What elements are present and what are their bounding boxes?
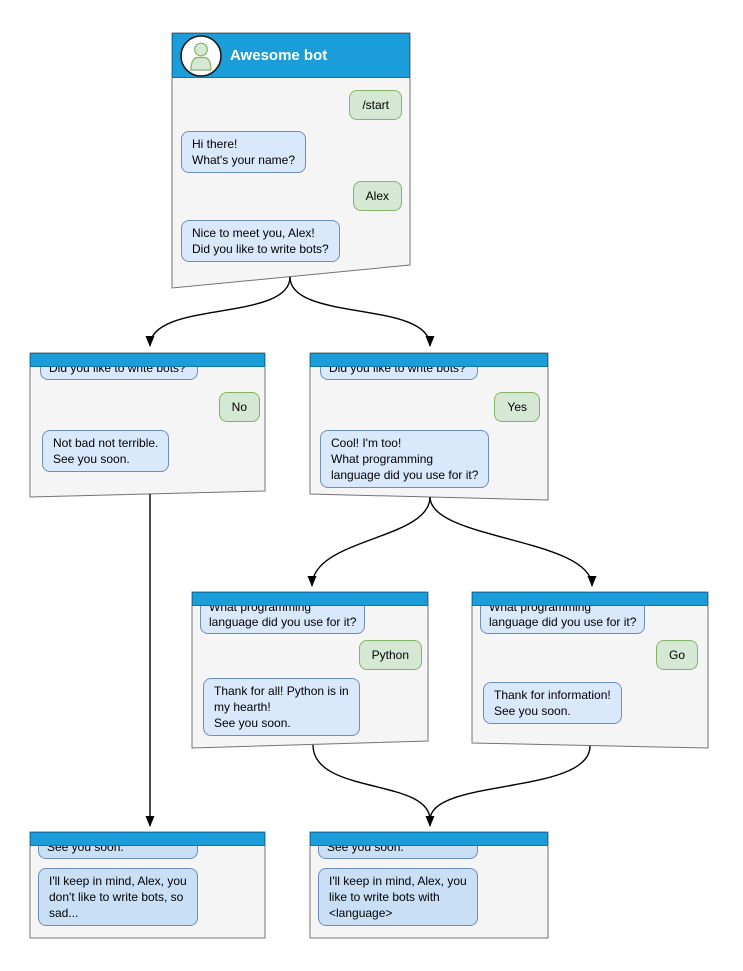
bot-message-question: Nice to meet you, Alex! Did you like to … [181, 220, 340, 262]
bot-reply-go: Thank for information! See you soon. [483, 682, 622, 724]
chat-header-end-no [30, 832, 265, 846]
chat-header-end-yes [310, 832, 548, 846]
chat-header-branch-yes [310, 353, 548, 367]
user-answer-python: Python [358, 640, 422, 670]
bot-avatar-icon [180, 35, 222, 77]
chat-header-branch-go [472, 592, 708, 606]
bot-reply-no: Not bad not terrible. See you soon. [42, 430, 170, 472]
connector-yes-to-python [307, 496, 431, 587]
chat-header-branch-python [192, 592, 428, 606]
connector-yes-to-go [429, 496, 597, 587]
bot-reply-python: Thank for all! Python is in my hearth! S… [203, 678, 360, 736]
bot-final-message-no: I'll keep in mind, Alex, you don't like … [38, 868, 198, 926]
connector-root-to-yes [289, 276, 435, 347]
quoted-question-bubble: What programming language did you use fo… [480, 596, 646, 634]
user-message-start: /start [349, 90, 402, 120]
bot-reply-yes: Cool! I'm too! What programming language… [320, 430, 490, 488]
connector-python-to-end [312, 744, 431, 821]
user-message-name: Alex [352, 181, 402, 211]
user-answer-yes: Yes [494, 392, 540, 422]
user-answer-no: No [218, 392, 260, 422]
bot-message-greeting: Hi there! What's your name? [181, 131, 307, 173]
chat-header-root: Awesome bot [172, 33, 410, 78]
connector-go-to-end [429, 745, 591, 821]
bot-name-title: Awesome bot [230, 47, 328, 64]
chat-header-branch-no [30, 353, 265, 367]
user-answer-go: Go [655, 640, 698, 670]
connector-root-to-no [145, 276, 291, 347]
bot-final-message-yes: I'll keep in mind, Alex, you like to wri… [318, 868, 478, 926]
